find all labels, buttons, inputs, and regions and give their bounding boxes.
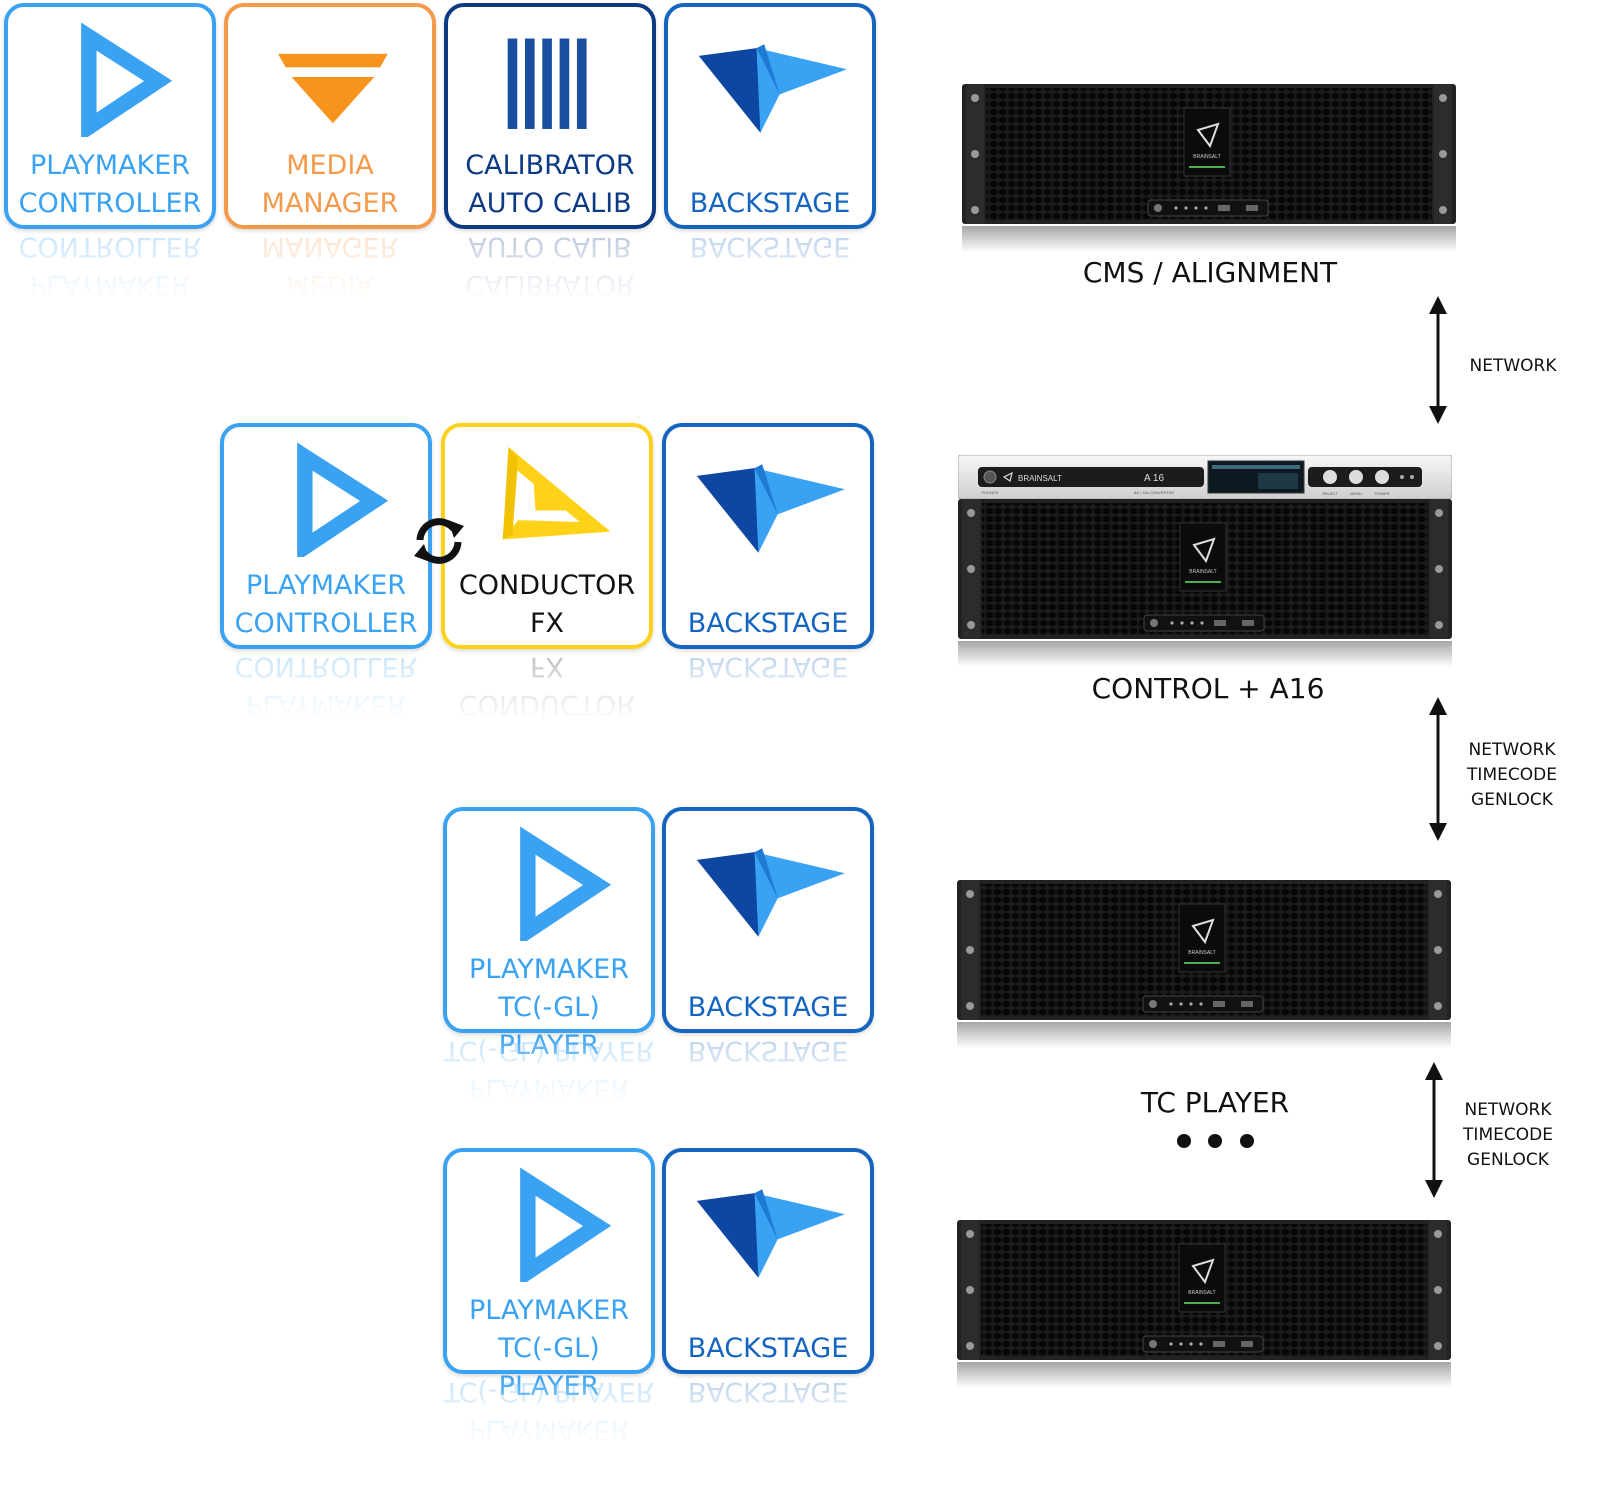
tile-label: MEDIA MANAGER: [228, 147, 432, 223]
tile-label-line2: BACKSTAGE: [687, 1333, 849, 1364]
tile-label-line1: PLAYMAKER: [245, 570, 407, 601]
tile-calibrator[interactable]: CALIBRATOR AUTO CALIB: [444, 3, 656, 229]
svg-text:BRAINSALT: BRAINSALT: [1018, 474, 1062, 483]
double-arrow-icon: [1429, 697, 1447, 841]
tile-label-line1: [668, 147, 872, 185]
tile-label: BACKSTAGE: [666, 951, 870, 1027]
tile-backstage[interactable]: BACKSTAGE: [662, 423, 874, 649]
svg-text:BRAINSALT: BRAINSALT: [1189, 569, 1216, 575]
server-label-cms: CMS / ALIGNMENT: [1082, 256, 1338, 289]
tile-label-line2: BACKSTAGE: [687, 992, 849, 1023]
media-manager-funnel-icon: [278, 53, 388, 124]
tile-reflection: BACKSTAGE: [662, 1036, 874, 1106]
connection-line: TIMECODE: [1467, 765, 1557, 785]
tile-label: CALIBRATOR AUTO CALIB: [448, 147, 652, 223]
svg-text:PHONES: PHONES: [982, 490, 999, 495]
tile-media-manager[interactable]: MEDIA MANAGER: [224, 3, 436, 229]
conductor-triangle-icon: [502, 446, 611, 540]
tile-label-line2: CONTROLLER: [234, 608, 418, 639]
backstage-folded-icon: [696, 1189, 845, 1278]
playmaker-play-icon: [297, 442, 389, 557]
tile-reflection: BACKSTAGE: [662, 1377, 874, 1447]
tile-label: PLAYMAKER TC(-GL) PLAYER: [447, 951, 651, 1065]
tile-playmaker-controller[interactable]: PLAYMAKER CONTROLLER: [220, 423, 432, 649]
tile-label-line2: TC(-GL) PLAYER: [498, 992, 600, 1061]
backstage-folded-icon: [696, 848, 845, 937]
ellipsis-dot: [1240, 1134, 1254, 1148]
tile-label: PLAYMAKER CONTROLLER: [224, 567, 428, 643]
connection-line: GENLOCK: [1471, 790, 1553, 810]
tile-label: BACKSTAGE: [666, 567, 870, 643]
svg-text:AD / DA CONVERTER: AD / DA CONVERTER: [1134, 490, 1174, 495]
tile-label-line2: MANAGER: [261, 188, 399, 219]
connection-line: GENLOCK: [1467, 1150, 1549, 1170]
tile-label-line2: FX: [529, 608, 565, 639]
svg-text:POWER: POWER: [1374, 491, 1389, 496]
tile-backstage[interactable]: BACKSTAGE: [664, 3, 876, 229]
tile-label-line1: CONDUCTOR: [458, 570, 636, 601]
server-label-control: CONTROL + A16: [1091, 672, 1325, 705]
server-label-tc-player: TC PLAYER: [1140, 1086, 1290, 1119]
tile-backstage[interactable]: BACKSTAGE: [662, 807, 874, 1033]
server-cms-alignment: BRAINSALT: [962, 84, 1456, 252]
tile-label-line1: PLAYMAKER: [468, 954, 630, 985]
tile-label-line1: [666, 567, 870, 605]
sync-arrows-icon: [414, 518, 464, 564]
tile-conductor-fx[interactable]: CONDUCTOR FX: [441, 423, 653, 649]
ellipsis-dot: [1177, 1134, 1191, 1148]
svg-text:BRAINSALT: BRAINSALT: [1188, 1290, 1215, 1296]
server-tc-player-2: BRAINSALT: [957, 1220, 1451, 1388]
svg-text:BRAINSALT: BRAINSALT: [1193, 154, 1220, 160]
tile-label-line1: PLAYMAKER: [29, 150, 191, 181]
double-arrow-icon: [1425, 1062, 1443, 1198]
svg-text:A 16: A 16: [1144, 473, 1164, 484]
playmaker-play-icon: [520, 1167, 612, 1282]
tile-label: BACKSTAGE: [666, 1292, 870, 1368]
playmaker-play-icon: [81, 22, 173, 137]
server-control-a16: BRAINSALT A 16 AD / DA CONVERTER PHONES …: [958, 455, 1452, 667]
tile-label: PLAYMAKER CONTROLLER: [8, 147, 212, 223]
backstage-folded-icon: [696, 464, 845, 553]
server-tc-player: BRAINSALT: [957, 880, 1451, 1048]
svg-text:MENU: MENU: [1350, 491, 1362, 496]
calibrator-bars-icon: [507, 38, 587, 129]
tile-reflection: BACKSTAGE: [664, 232, 876, 302]
tile-label: BACKSTAGE: [668, 147, 872, 223]
connection-line: NETWORK: [1468, 740, 1556, 760]
connection-label-2: NETWORK TIMECODE GENLOCK: [1458, 738, 1566, 813]
svg-text:BRAINSALT: BRAINSALT: [1188, 950, 1215, 956]
connection-line: NETWORK: [1469, 356, 1557, 376]
double-arrow-icon: [1429, 296, 1447, 424]
tile-label: PLAYMAKER TC(-GL) PLAYER: [447, 1292, 651, 1406]
tile-label-line1: [666, 951, 870, 989]
tile-label-line1: MEDIA: [286, 150, 374, 181]
tile-label-line1: [666, 1292, 870, 1330]
tile-label-line2: CONTROLLER: [18, 188, 202, 219]
tile-label-line2: BACKSTAGE: [687, 608, 849, 639]
ellipsis-dot: [1208, 1134, 1222, 1148]
tile-reflection: BACKSTAGE: [662, 652, 874, 722]
svg-text:SELECT: SELECT: [1322, 491, 1338, 496]
tile-label-line1: PLAYMAKER: [468, 1295, 630, 1326]
tile-playmaker-tc-player[interactable]: PLAYMAKER TC(-GL) PLAYER: [443, 807, 655, 1061]
tile-playmaker-tc-player[interactable]: PLAYMAKER TC(-GL) PLAYER: [443, 1148, 655, 1402]
connection-line: NETWORK: [1464, 1100, 1552, 1120]
tile-label-line1: CALIBRATOR: [465, 150, 635, 181]
connection-line: TIMECODE: [1463, 1125, 1553, 1145]
tile-playmaker-controller[interactable]: PLAYMAKER CONTROLLER: [4, 3, 216, 229]
playmaker-play-icon: [520, 826, 612, 941]
tile-backstage[interactable]: BACKSTAGE: [662, 1148, 874, 1374]
tile-label-line2: BACKSTAGE: [689, 188, 851, 219]
tile-label: CONDUCTOR FX: [445, 567, 649, 643]
tile-label-line2: TC(-GL) PLAYER: [498, 1333, 600, 1402]
tile-label-line2: AUTO CALIB: [468, 188, 632, 219]
connection-label-3: NETWORK TIMECODE GENLOCK: [1454, 1098, 1562, 1173]
backstage-folded-icon: [698, 44, 847, 133]
connection-label-1: NETWORK: [1460, 354, 1566, 379]
